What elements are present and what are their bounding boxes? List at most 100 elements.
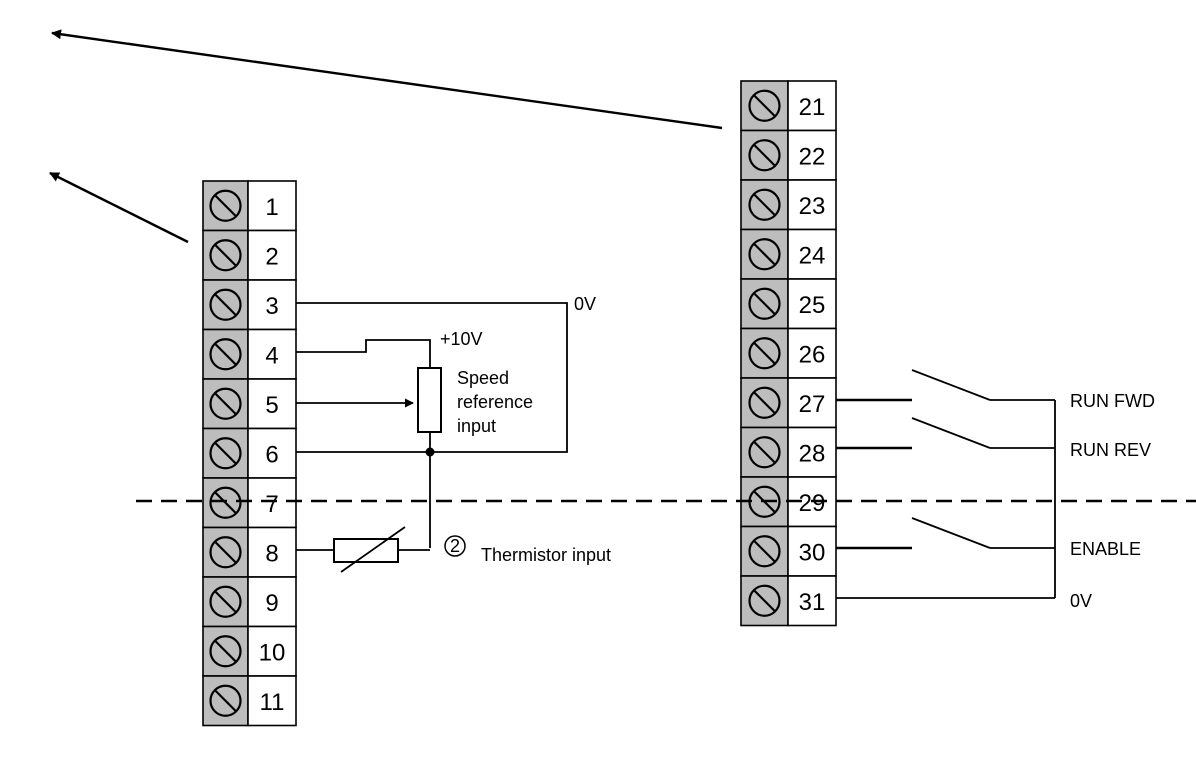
plus-10v-wire [296,339,431,368]
terminal-number: 27 [799,391,826,418]
right-terminal-24: 24 [740,228,837,280]
screw-icon [209,387,242,420]
left-terminal-1: 1 [202,180,297,232]
terminal-number: 25 [799,292,826,319]
terminal-number: 8 [265,540,278,567]
left-terminal-8: 8 [202,526,297,578]
terminal-number: 11 [260,689,285,716]
screw-icon [209,684,242,717]
note-marker-number: 2 [450,536,460,556]
terminal-number-cell [787,228,837,280]
screw-icon [209,288,242,321]
terminal-number: 3 [265,293,278,320]
terminal-number-cell [247,378,297,430]
screw-icon [209,239,242,272]
terminal-number: 5 [265,392,278,419]
thermistor-slash [340,526,406,573]
screw-icon [748,287,781,320]
screw-icon [209,189,242,222]
run-rev-switch [911,417,991,449]
run-rev-label: RUN REV [1070,440,1151,460]
terminal-number: 1 [265,194,278,221]
run-fwd-switch [911,369,991,401]
screw-icon [748,337,781,370]
plus-10v-label: +10V [440,329,483,349]
run-fwd-label: RUN FWD [1070,391,1155,411]
terminal-number-cell [247,576,297,628]
right-terminal-28: 28 [740,426,837,478]
note-marker-circle [444,535,466,557]
screw-icon [748,386,781,419]
left-terminal-10: 10 [202,625,297,677]
terminal-number: 22 [799,143,826,170]
terminal-number-cell [247,328,297,380]
terminal-number-cell [787,575,837,627]
screw-icon [748,436,781,469]
upper-pointer-arrow [51,29,723,130]
terminal-number-cell [247,180,297,232]
screw-icon [748,238,781,271]
right-terminal-block: 21 22 23 24 25 26 27 28 29 30 31 [740,80,837,627]
left-terminal-5: 5 [202,378,297,430]
terminal-number-cell [787,426,837,478]
terminal-number: 6 [265,441,278,468]
left-terminal-3: 3 [202,279,297,331]
left-terminal-7: 7 [202,477,297,529]
terminal-number-cell [787,525,837,577]
left-terminal-2: 2 [202,229,297,281]
left-terminal-4: 4 [202,328,297,380]
speed-ref-line2: reference [457,392,533,412]
screw-icon [748,89,781,122]
screw-icon [748,188,781,221]
terminal-number: 30 [799,539,826,566]
terminal-number: 4 [265,342,278,369]
terminal-number-cell [247,526,297,578]
zero-v-left-label: 0V [574,294,596,314]
zero-v-right-label: 0V [1070,591,1092,611]
terminal-number: 9 [265,590,278,617]
terminal-number: 26 [799,341,826,368]
terminal-number: 31 [799,589,826,616]
terminal-number: 28 [799,440,826,467]
terminal-number-cell [247,625,297,677]
terminal-number: 7 [265,491,278,518]
junction-dot [425,447,435,457]
terminal-number: 10 [259,639,286,666]
right-terminal-25: 25 [740,278,837,330]
left-terminal-9: 9 [202,576,297,628]
screw-icon [748,139,781,172]
terminal-number-cell [247,229,297,281]
terminal-number: 2 [265,243,278,270]
speed-ref-line3: input [457,416,496,436]
screw-icon [209,437,242,470]
left-terminal-block: 1 2 3 4 5 6 7 8 9 10 11 [202,180,297,727]
right-terminal-21: 21 [740,80,837,132]
terminal-number: 24 [799,242,826,269]
screw-icon [748,535,781,568]
terminal-number: 29 [799,490,826,517]
enable-label: ENABLE [1070,539,1141,559]
screw-icon [209,486,242,519]
right-terminal-22: 22 [740,129,837,181]
right-terminal-26: 26 [740,327,837,379]
right-terminal-23: 23 [740,179,837,231]
thermistor [333,538,399,563]
right-terminal-27: 27 [740,377,837,429]
left-terminal-11: 11 [202,675,297,727]
speed-ref-line1: Speed [457,368,509,388]
screw-icon [209,536,242,569]
potentiometer [417,367,442,433]
enable-switch [911,517,991,549]
left-terminal-6: 6 [202,427,297,479]
terminal-number-cell [787,278,837,330]
terminal-number-cell [247,427,297,479]
thermistor-label: Thermistor input [481,545,611,565]
lower-pointer-arrow [49,171,189,244]
right-terminal-30: 30 [740,525,837,577]
terminal-number: 21 [799,94,826,121]
screw-icon [748,584,781,617]
screw-icon [209,338,242,371]
screw-icon [209,585,242,618]
right-terminal-31: 31 [740,575,837,627]
